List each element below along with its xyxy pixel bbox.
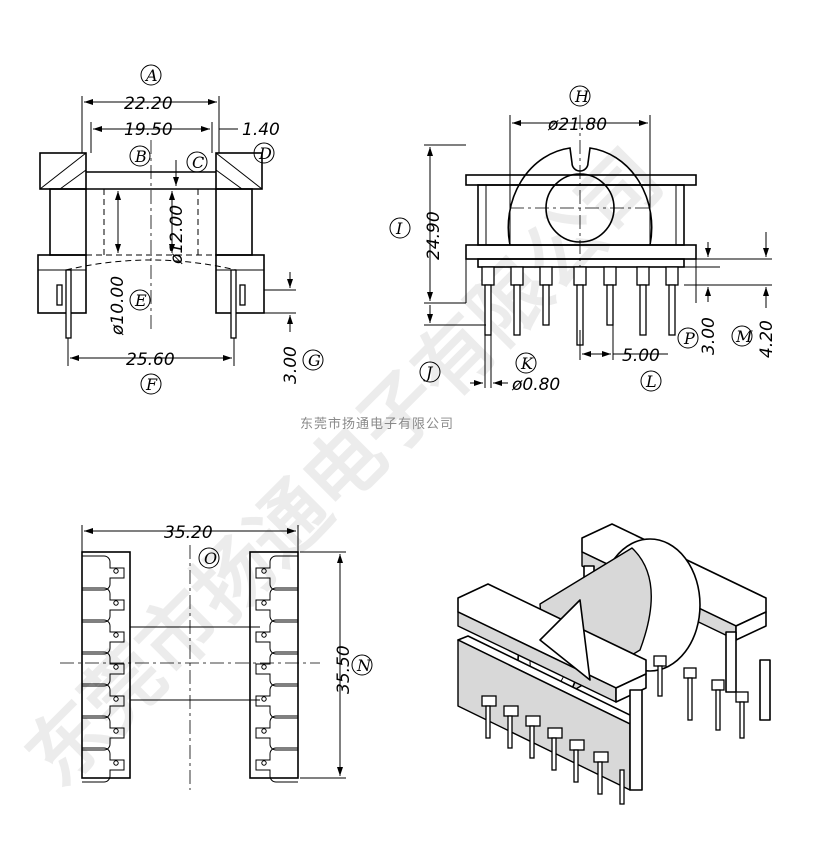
- label-f: F: [145, 375, 158, 394]
- label-h: H: [574, 87, 590, 106]
- label-o: O: [204, 549, 217, 568]
- dim-g: 3.00: [281, 346, 301, 384]
- pin-hole: [113, 760, 119, 766]
- pin-hole: [261, 760, 267, 766]
- dim-f: 25.60: [126, 350, 175, 370]
- pin-hole: [113, 600, 119, 606]
- pin-hole: [113, 632, 119, 638]
- label-e: E: [134, 291, 147, 310]
- pin-hole: [261, 632, 267, 638]
- pin-slot: [255, 715, 298, 751]
- pin-slot: [255, 555, 298, 591]
- pin-slot: [82, 619, 125, 655]
- dim-m: 4.20: [757, 320, 777, 358]
- dim-n: 35.50: [334, 645, 354, 694]
- company-caption: 东莞市扬通电子有限公司: [300, 416, 454, 432]
- pin-slot: [255, 683, 298, 719]
- pin-hole: [113, 664, 119, 670]
- label-k: K: [520, 354, 534, 373]
- label-p: P: [683, 329, 695, 348]
- pin-slot: [82, 651, 125, 687]
- label-c: C: [192, 153, 204, 172]
- front-dimensions: A 22.20 19.50 1.40 B C D ø12.00 ø10.00 E…: [108, 64, 324, 395]
- pin-slot: [82, 715, 125, 751]
- dim-c: ø12.00: [167, 205, 187, 265]
- pin-hole: [261, 568, 267, 574]
- dim-k: ø0.80: [511, 375, 560, 395]
- pin-hole: [261, 600, 267, 606]
- pin-hole: [261, 696, 267, 702]
- pin-slot: [82, 747, 125, 783]
- pin-slot: [255, 747, 298, 783]
- isometric-view: [457, 523, 771, 805]
- label-n: N: [356, 656, 372, 675]
- pin-hole: [113, 568, 119, 574]
- side-dimensions: H ø21.80 I 24.90 J K ø0.80 5.00 L P 3.00…: [389, 85, 777, 395]
- label-g: G: [308, 351, 321, 370]
- dim-e: ø10.00: [108, 276, 128, 336]
- pin-slot: [82, 683, 125, 719]
- bottom-dimensions: 35.20 O 35.50 N: [164, 523, 373, 694]
- pin-slot: [82, 555, 125, 591]
- pin-slot: [255, 619, 298, 655]
- dim-o: 35.20: [164, 523, 213, 543]
- pin-slot: [82, 587, 125, 623]
- dim-i: 24.90: [424, 211, 444, 260]
- pin-hole: [113, 696, 119, 702]
- pin-hole: [261, 664, 267, 670]
- dim-h: ø21.80: [547, 115, 607, 135]
- label-a: A: [144, 66, 158, 85]
- label-i: I: [395, 219, 403, 238]
- dim-p: 3.00: [699, 317, 719, 355]
- side-view: [424, 115, 772, 388]
- label-m: M: [735, 327, 753, 346]
- dim-a: 22.20: [124, 94, 173, 114]
- front-view: [37, 96, 296, 366]
- pin-slot: [255, 587, 298, 623]
- label-d: D: [258, 144, 272, 163]
- pin-slot: [255, 651, 298, 687]
- dim-d: 1.40: [242, 120, 280, 140]
- dim-l: 5.00: [622, 346, 660, 366]
- bottom-view: [60, 525, 346, 790]
- pin-hole: [113, 728, 119, 734]
- label-j: J: [423, 363, 434, 382]
- dim-b: 19.50: [124, 120, 173, 140]
- label-l: L: [645, 372, 657, 391]
- pin-hole: [261, 728, 267, 734]
- label-b: B: [134, 147, 147, 166]
